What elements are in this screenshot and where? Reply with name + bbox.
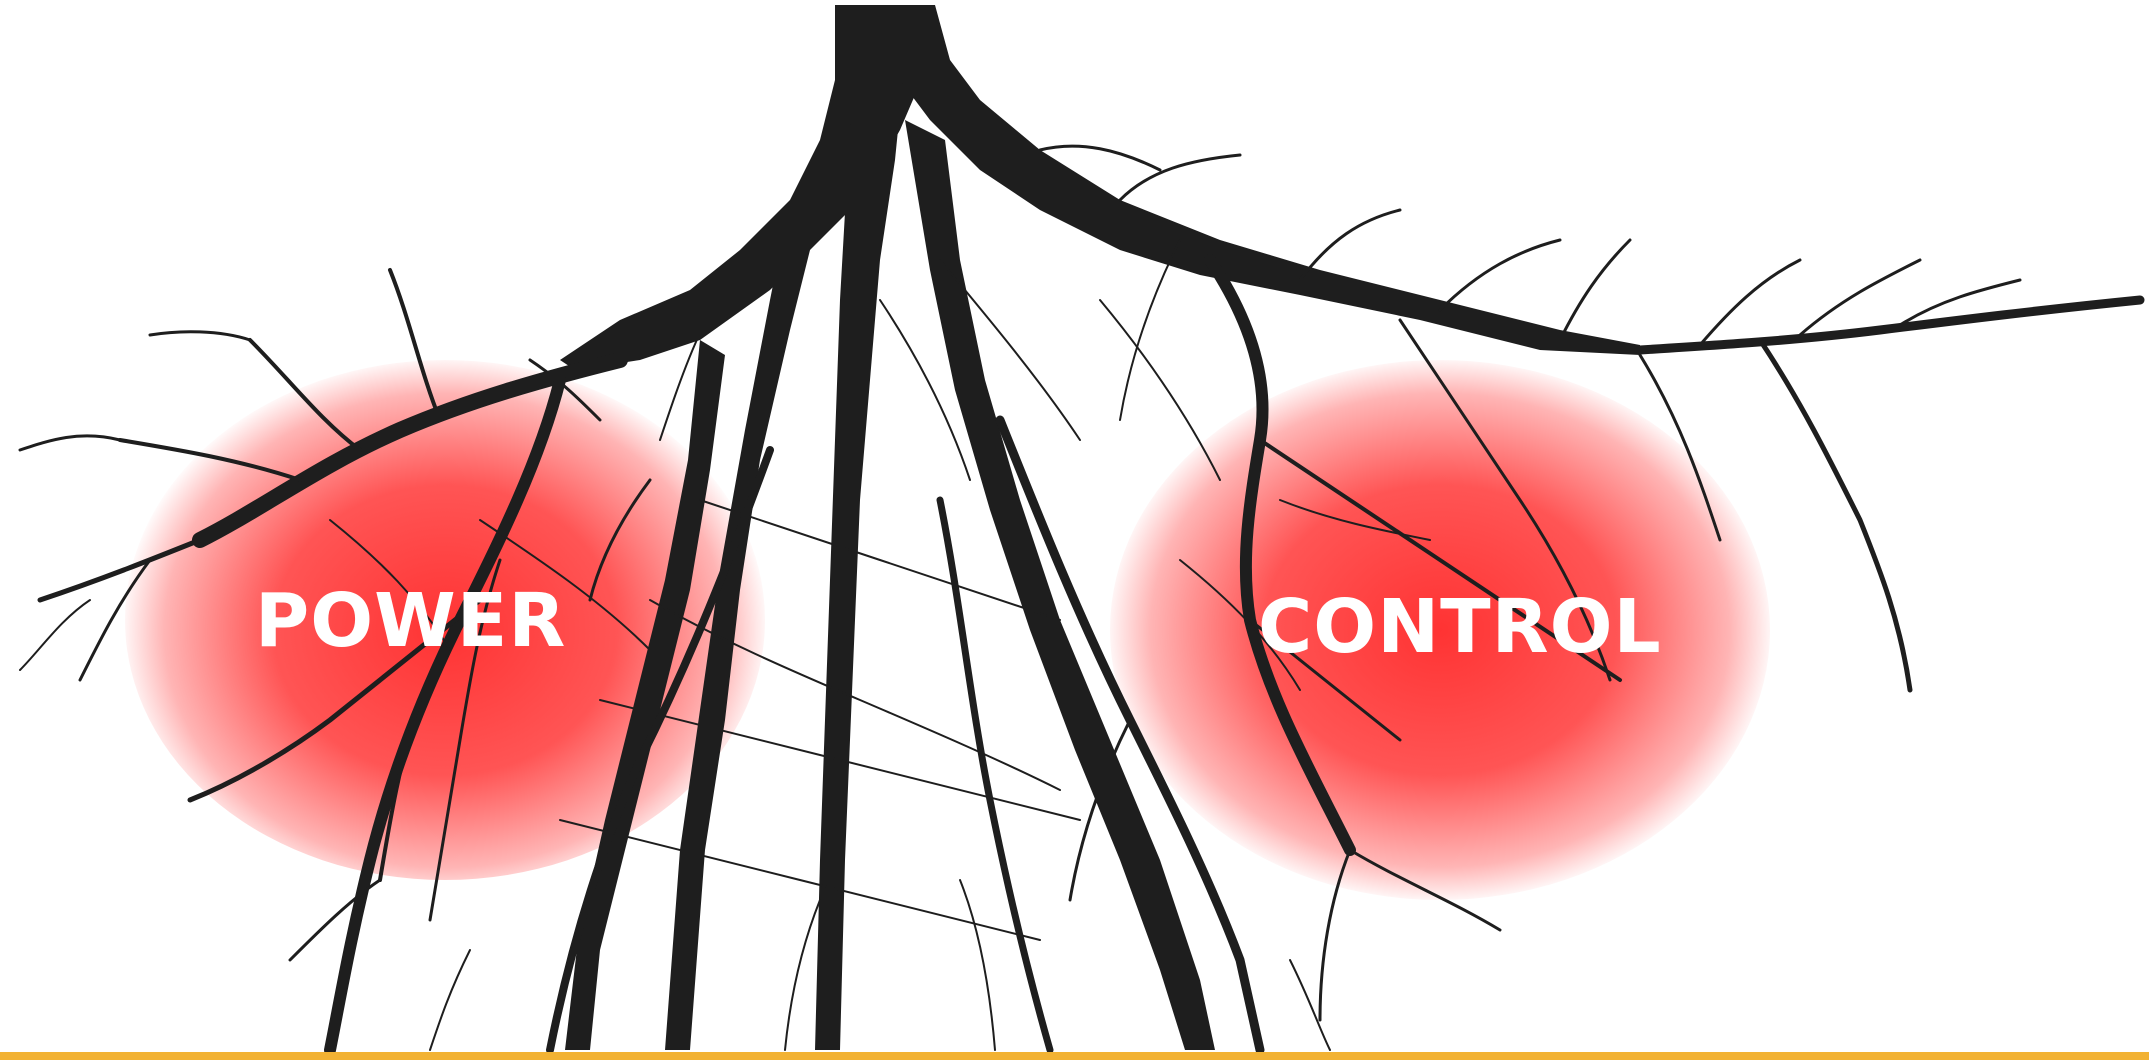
ground-line xyxy=(0,1052,2149,1060)
power-label: POWER xyxy=(255,578,566,664)
control-label: CONTROL xyxy=(1258,584,1662,670)
